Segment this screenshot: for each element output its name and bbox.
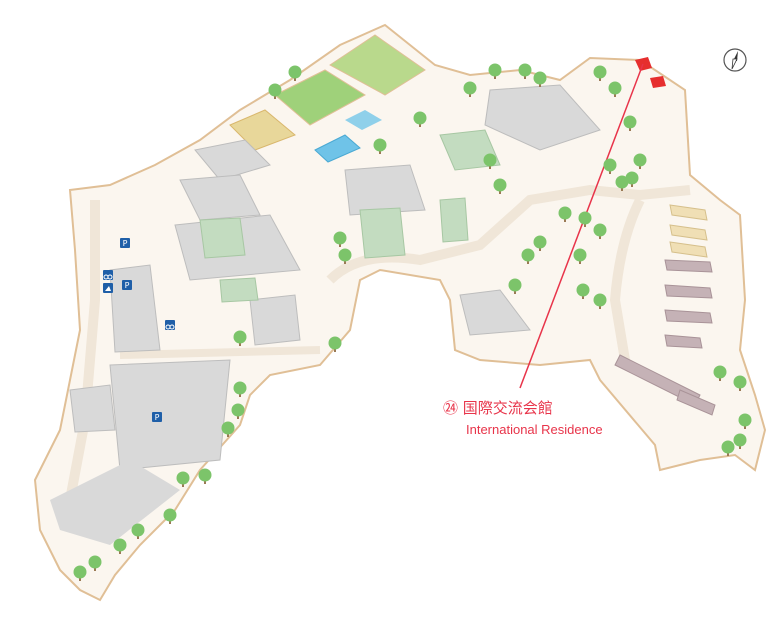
road-loop (326, 184, 691, 284)
bicycle-parking-icon (103, 270, 113, 280)
tree-icon (233, 381, 247, 397)
tree-icon (373, 138, 387, 154)
tree-icon (338, 248, 352, 264)
tree-icon (578, 211, 592, 227)
pool-2 (345, 110, 382, 130)
parking-icon: P (122, 280, 132, 290)
international-residence-building (635, 57, 652, 71)
dormitory-buildings (614, 259, 716, 416)
tree-icon (713, 365, 727, 381)
residence-label-english: International Residence (466, 422, 603, 437)
tree-icon (483, 153, 497, 169)
tree-icon (88, 555, 102, 571)
parking-sign-label: P (125, 281, 130, 290)
green-buildings (199, 129, 501, 303)
tree-icon (533, 71, 547, 87)
road-east (609, 197, 645, 361)
residence-leader-line (519, 63, 644, 389)
international-residence-annex (650, 76, 666, 88)
tree-icon (198, 468, 212, 484)
tree-icon (413, 111, 427, 127)
tree-icon (333, 231, 347, 247)
tree-icon (518, 63, 532, 79)
trees (73, 63, 752, 581)
tree-icon (508, 278, 522, 294)
tree-icon (633, 153, 647, 169)
residence-label-japanese: ㉔ 国際交流会館 (443, 399, 553, 417)
pool (314, 134, 361, 163)
tree-icon (615, 175, 629, 191)
tree-icon (233, 330, 247, 346)
tree-icon (73, 565, 87, 581)
tree-icon (733, 433, 747, 449)
tree-icon (576, 283, 590, 299)
tree-icon (521, 248, 535, 264)
tree-icon (721, 440, 735, 456)
tree-icon (593, 293, 607, 309)
tree-icon (221, 421, 235, 437)
tree-icon (558, 206, 572, 222)
tree-icon (623, 115, 637, 131)
motorcycle-parking-icon (103, 283, 113, 293)
tree-icon (608, 81, 622, 97)
tree-icon (573, 248, 587, 264)
parking-sign-label: P (123, 239, 128, 248)
road-south (119, 346, 321, 359)
soccer-field (274, 69, 366, 126)
tree-icon (163, 508, 177, 524)
bicycle-parking-icon (165, 320, 175, 330)
tree-icon (593, 65, 607, 81)
tree-icon (176, 471, 190, 487)
tree-icon (493, 178, 507, 194)
tree-icon (593, 223, 607, 239)
tree-icon (328, 336, 342, 352)
baseball-field (329, 34, 426, 96)
tree-icon (113, 538, 127, 554)
yellow-buildings (669, 204, 708, 258)
north-arrow-icon (723, 48, 747, 72)
parking-icon: P (152, 412, 162, 422)
tree-icon (288, 65, 302, 81)
road-main (65, 200, 100, 501)
tree-icon (733, 375, 747, 391)
tree-icon (131, 523, 145, 539)
parking-lot-south (50, 460, 180, 545)
tree-icon (463, 81, 477, 97)
tree-icon (268, 83, 282, 99)
tree-icon (231, 403, 245, 419)
tree-icon (488, 63, 502, 79)
parking-sign-label: P (155, 413, 160, 422)
central-buildings (69, 84, 601, 471)
tree-icon (738, 413, 752, 429)
tree-icon (625, 171, 639, 187)
parking-icon: P (120, 238, 130, 248)
tree-icon (533, 235, 547, 251)
tree-icon (603, 158, 617, 174)
